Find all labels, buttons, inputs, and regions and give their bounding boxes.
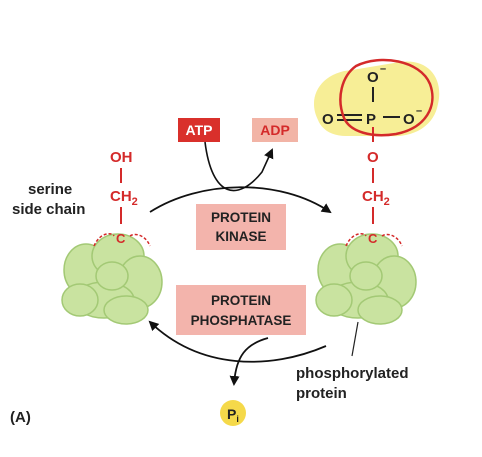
adp-box: ADP (252, 118, 298, 142)
phosphate-charge-right: – (416, 105, 422, 117)
serine-oh: OH (110, 149, 133, 166)
phosphatase-line2: PHOSPHATASE (191, 313, 292, 328)
serine-label-1: serine (28, 181, 72, 198)
phosphate-group: O – O P O – (322, 63, 422, 142)
phosphate-o-right: O (403, 111, 415, 128)
atp-adp-arrow (204, 141, 274, 192)
phospho-label-2: protein (296, 385, 347, 402)
serine-ch2: CH2 (110, 188, 138, 208)
panel-label: (A) (10, 409, 31, 426)
atp-label: ATP (186, 122, 213, 138)
kinase-line2: KINASE (215, 229, 266, 244)
inorganic-phosphate: Pi (220, 400, 246, 426)
serine-label-2: side chain (12, 201, 85, 218)
phosphatase-arrow (148, 320, 327, 363)
unphosphorylated-protein (61, 233, 163, 325)
phosphate-circle-outline (339, 58, 434, 137)
phosphate-charge-top: – (380, 63, 386, 75)
protein-phosphatase-box: PROTEIN PHOSPHATASE (176, 285, 306, 335)
phospho-c: C (368, 231, 378, 246)
adp-label: ADP (260, 122, 290, 138)
phosphate-o-left: O (322, 111, 334, 128)
pi-label: Pi (227, 406, 239, 424)
phosphatase-line1: PROTEIN (211, 293, 271, 308)
atp-box: ATP (178, 118, 220, 142)
phosphate-o-top: O (367, 69, 379, 86)
phospho-label-1: phosphorylated (296, 365, 409, 382)
kinase-line1: PROTEIN (211, 210, 271, 225)
phospho-ch2: CH2 (362, 188, 390, 208)
pi-release-arrow (229, 337, 269, 386)
phosphate-p: P (366, 111, 376, 128)
serine-c: C (116, 231, 126, 246)
phosphorylated-protein-shape (315, 233, 417, 325)
phospho-o: O (367, 149, 379, 166)
kinase-arrow (149, 186, 332, 214)
protein-kinase-box: PROTEIN KINASE (196, 204, 286, 250)
phospho-pointer-line (351, 321, 359, 357)
